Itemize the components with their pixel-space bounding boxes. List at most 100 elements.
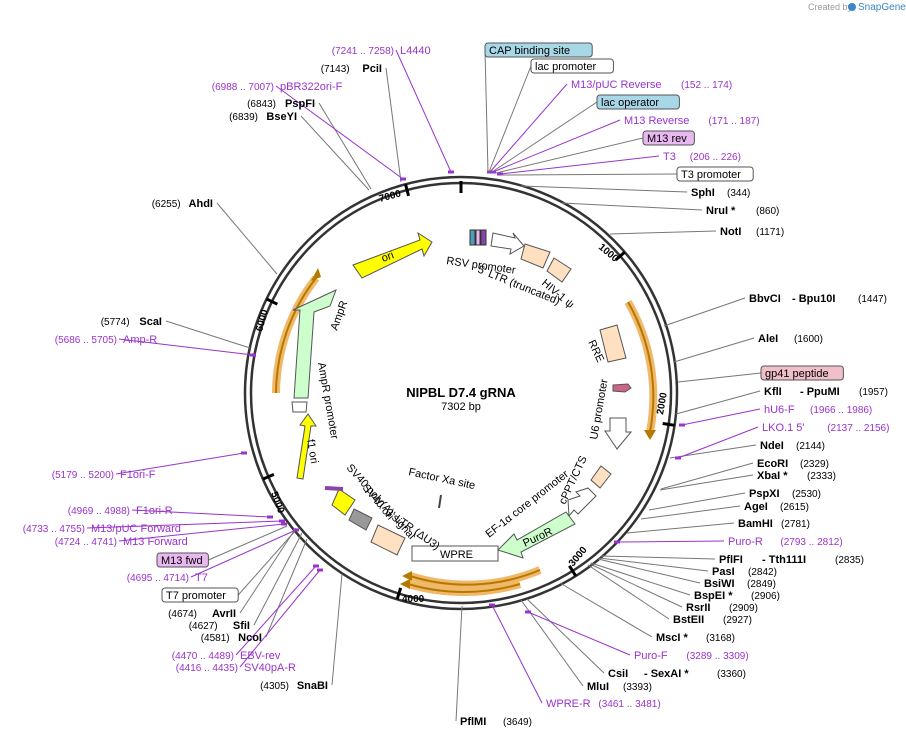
primer-puro-r[interactable]: Puro-R(2793 .. 2812) xyxy=(728,536,843,548)
site-bsiwi[interactable]: BsiWI(2849) xyxy=(704,578,776,590)
primer-f1ori-r[interactable]: (4969 .. 4988)F1ori-R xyxy=(68,505,173,517)
site-name: BstEII xyxy=(673,614,704,626)
site-alei[interactable]: AleI(1600) xyxy=(758,333,823,345)
ori-label: ori xyxy=(380,249,396,264)
orf-arc-bottom-1-line xyxy=(409,569,541,586)
primer-leader-amp-r xyxy=(118,338,254,356)
primer-ebv-rev[interactable]: (4470 .. 4489)EBV-rev xyxy=(172,650,281,662)
primer-pbr322ori-f[interactable]: (6988 .. 7007)pBR322ori-F xyxy=(212,81,343,93)
site-bbvci[interactable]: BbvCI- Bpu10I(1447) xyxy=(749,293,887,305)
site-name: PciI xyxy=(362,63,382,75)
site-bsteii[interactable]: BstEII(2927) xyxy=(673,614,752,626)
site-leader-snabi xyxy=(331,573,343,686)
site-mlui[interactable]: MluI(3393) xyxy=(587,681,652,693)
orf-arc-left-arrow xyxy=(311,268,321,281)
primer-hu6-f[interactable]: hU6-F(1966 .. 1986) xyxy=(764,404,872,416)
site-name: AvrII xyxy=(212,608,236,620)
site-pflfi[interactable]: PflFI- Tth111I(2835) xyxy=(719,554,864,566)
site-csii[interactable]: CsiI- SexAI *(3360) xyxy=(608,668,746,680)
primer-m13-puc-reverse[interactable]: M13/pUC Reverse(152 .. 174) xyxy=(571,79,732,91)
site-leader-rsrii xyxy=(589,563,683,608)
primer-sv40pa-r[interactable]: (4416 .. 4435)SV40pA-R xyxy=(176,662,296,674)
feature-t7-promoter[interactable]: T7 promoter xyxy=(161,587,239,603)
site-pasi[interactable]: PasI(2842) xyxy=(712,566,777,578)
site-sphi[interactable]: SphI(344) xyxy=(691,187,750,199)
feature-lac-promoter[interactable]: lac promoter xyxy=(530,58,614,74)
primer-name: M13 Reverse xyxy=(624,115,689,127)
primer-leader-hu6-f xyxy=(681,408,761,426)
primer-l4440[interactable]: (7241 .. 7258)L4440 xyxy=(332,45,431,57)
outer-labels: PciI(7143) PspFI(6843)BseYI(6839) AhdI(625… xyxy=(23,42,889,728)
site-name: ScaI xyxy=(139,316,162,328)
f1-ori-label: f1 ori xyxy=(304,438,320,464)
primer-m13-reverse[interactable]: M13 Reverse(171 .. 187) xyxy=(624,115,760,127)
feature-leader-cap-binding-site xyxy=(484,49,489,173)
site-sfii[interactable]: SfiI(4627) xyxy=(189,620,250,632)
ampr-label: AmpR xyxy=(329,299,351,332)
feature-gp41-peptide[interactable]: gp41 peptide xyxy=(760,365,844,381)
primer-amp-r[interactable]: (5686 .. 5705)Amp-R xyxy=(55,334,158,346)
site-pcii[interactable]: PciI(7143) xyxy=(321,63,382,75)
feature-m13-fwd[interactable]: M13 fwd xyxy=(156,552,209,568)
site-xbai[interactable]: XbaI *(2333) xyxy=(757,470,836,482)
site-bspei[interactable]: BspEI *(2906) xyxy=(694,590,780,602)
site-name: BamHI xyxy=(738,518,773,530)
site-agei[interactable]: AgeI(2615) xyxy=(744,501,809,513)
primer-puro-f[interactable]: Puro-F(3289 .. 3309) xyxy=(634,650,749,662)
primer-name: L4440 xyxy=(400,45,431,57)
site-ecori[interactable]: EcoRI(2329) xyxy=(757,458,829,470)
feature-name: M13 rev xyxy=(647,133,687,145)
site-leader-pasi xyxy=(598,557,709,572)
feature-box xyxy=(676,166,754,182)
site-rsrii[interactable]: RsrII(2909) xyxy=(686,602,758,614)
site-nrui[interactable]: NruI *(860) xyxy=(706,205,779,217)
primer-name: F1ori-F xyxy=(120,469,156,481)
primer-t7[interactable]: (4695 .. 4714)T7 xyxy=(127,572,208,584)
site-pspxi[interactable]: PspXI(2530) xyxy=(749,488,821,500)
site-pspfi[interactable]: PspFI(6843) xyxy=(247,98,315,110)
tick-label-3000: 3000 xyxy=(567,544,590,568)
feature-m13-rev[interactable]: M13 rev xyxy=(642,130,695,146)
label-leader-lines xyxy=(86,49,762,722)
primer-m13-forward[interactable]: (4724 .. 4741)M13 Forward xyxy=(55,536,188,548)
site-position: (2144) xyxy=(796,441,825,452)
lac-operator-marker xyxy=(475,229,481,246)
primer-wpre-r[interactable]: WPRE-R(3461 .. 3481) xyxy=(546,698,661,710)
site-name: NcoI xyxy=(238,632,262,644)
primer-lko-1-5[interactable]: LKO.1 5'(2137 .. 2156) xyxy=(762,422,889,434)
site-leader-sphi xyxy=(520,185,688,193)
site-position: (2615) xyxy=(780,502,809,513)
site-ndei[interactable]: NdeI(2144) xyxy=(760,440,825,452)
primer-position: (2137 .. 2156) xyxy=(827,423,889,434)
site-bseyi[interactable]: BseYI(6839) xyxy=(229,111,297,123)
site-kfli[interactable]: KflI- PpuMI(1957) xyxy=(764,386,888,398)
feature-name: M13 fwd xyxy=(161,555,203,567)
primer-f1ori-f[interactable]: (5179 .. 5200)F1ori-F xyxy=(52,469,156,481)
site-scai[interactable]: ScaI(5774) xyxy=(101,316,162,328)
site-name: SnaBI xyxy=(297,680,328,692)
feature-lac-operator[interactable]: lac operator xyxy=(596,94,680,110)
primer-leader-ebv-rev xyxy=(235,565,317,656)
ampr-promoter-label: AmpR promoter xyxy=(315,361,340,440)
site-bamhi[interactable]: BamHI(2781) xyxy=(738,518,810,530)
tick-5000 xyxy=(262,472,275,481)
site-leader-mlui xyxy=(520,599,584,687)
feature-name: T3 promoter xyxy=(681,169,741,181)
feature-cap-binding-site[interactable]: CAP binding site xyxy=(484,42,593,58)
primer-position: (1966 .. 1986) xyxy=(810,405,872,416)
primer-t3[interactable]: T3(206 .. 226) xyxy=(663,151,741,163)
primer-name: pBR322ori-F xyxy=(280,81,343,93)
primer-m13-puc-forward[interactable]: (4733 .. 4755)M13/pUC Forward xyxy=(23,523,181,535)
site-snabi[interactable]: SnaBI(4305) xyxy=(260,680,328,692)
site-ahdi[interactable]: AhdI(6255) xyxy=(152,198,213,210)
feature-t3-promoter[interactable]: T3 promoter xyxy=(676,166,754,182)
site-msci[interactable]: MscI *(3168) xyxy=(656,632,735,644)
site-pflmi[interactable]: PflMI(3649) xyxy=(460,716,532,728)
site-avrii[interactable]: AvrII(4674) xyxy=(168,608,236,620)
site-leader-bsiwi xyxy=(597,558,701,584)
site-ncoi[interactable]: NcoI(4581) xyxy=(201,632,262,644)
site-noti[interactable]: NotI(1171) xyxy=(720,226,784,238)
primer-position: (5686 .. 5705) xyxy=(55,335,117,346)
site-position: (6255) xyxy=(152,199,181,210)
site-position: (3393) xyxy=(623,682,652,693)
